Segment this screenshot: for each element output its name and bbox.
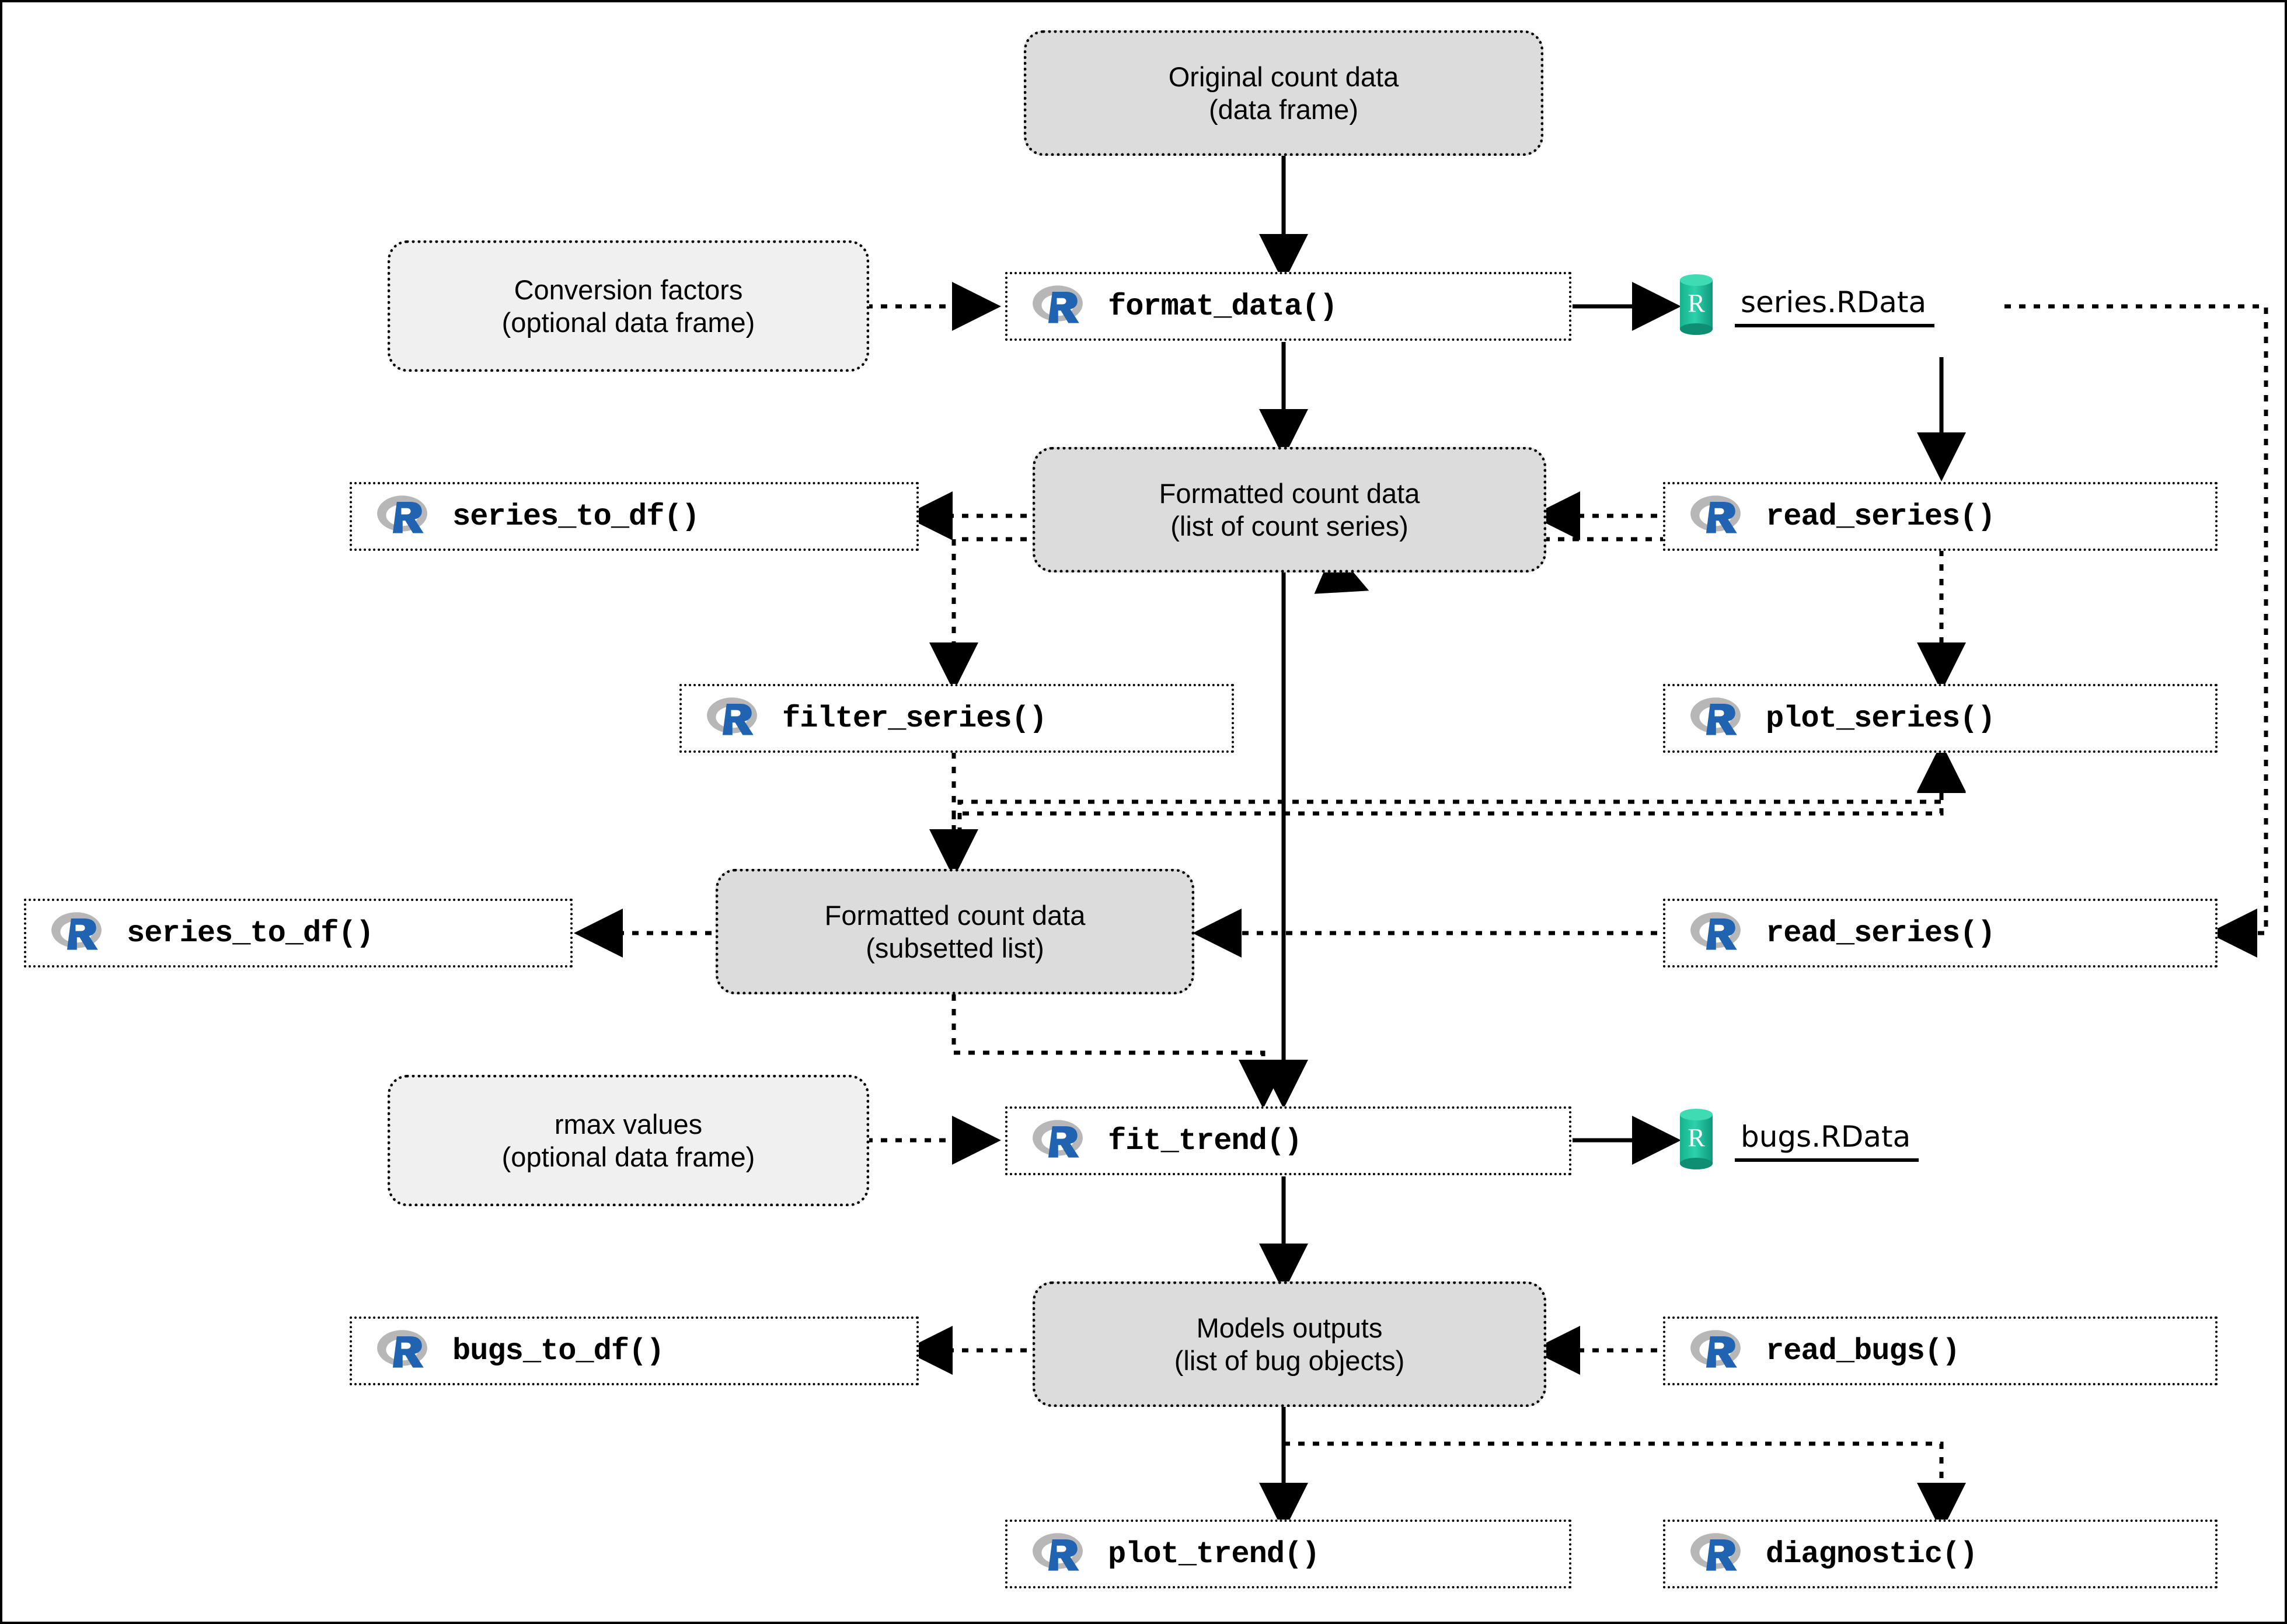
function-label: read_bugs() (1766, 1333, 1960, 1368)
r-logo-icon (1031, 1531, 1085, 1577)
node-label-line2: (data frame) (1209, 93, 1358, 125)
node-filter-series[interactable]: filter_series() (679, 684, 1234, 753)
svg-text:R: R (1688, 289, 1705, 317)
function-label: read_series() (1766, 499, 1996, 534)
node-read-bugs[interactable]: read_bugs() (1663, 1316, 2218, 1385)
node-label-line2: (list of bug objects) (1174, 1344, 1405, 1376)
node-series-rdata[interactable]: R series.RData (1673, 270, 2000, 343)
node-label-line1: Formatted count data (1159, 478, 1420, 509)
r-logo-icon (1689, 494, 1742, 540)
node-series-to-df-top[interactable]: series_to_df() (350, 482, 919, 551)
function-label: plot_trend() (1108, 1536, 1320, 1571)
node-fit-trend[interactable]: fit_trend() (1005, 1106, 1571, 1175)
node-label-line1: Conversion factors (514, 274, 743, 306)
function-label: bugs_to_df() (452, 1333, 664, 1368)
node-models-outputs[interactable]: Models outputs (list of bug objects) (1033, 1281, 1546, 1407)
node-bugs-to-df[interactable]: bugs_to_df() (350, 1316, 919, 1385)
edge-models-to-diagnostic (1284, 1441, 1966, 1532)
node-formatted-subsetted[interactable]: Formatted count data (subsetted list) (716, 869, 1194, 994)
function-label: fit_trend() (1108, 1123, 1302, 1158)
r-logo-icon (1031, 284, 1085, 330)
function-label: diagnostic() (1766, 1536, 1978, 1571)
node-label-line1: Formatted count data (824, 900, 1086, 931)
edge-seriesrdata-to-readseries-bottom (2004, 304, 2268, 958)
node-formatted-count-data[interactable]: Formatted count data (list of count seri… (1033, 447, 1546, 572)
r-logo-icon (1689, 910, 1742, 956)
edge-formatted-to-plotseries (1543, 537, 1966, 691)
node-bugs-rdata[interactable]: R bugs.RData (1673, 1104, 2000, 1177)
database-cylinder-icon: R (1673, 272, 1720, 340)
function-label: series_to_df() (452, 499, 700, 534)
function-label: read_series() (1766, 916, 1996, 951)
edge-subsetted-to-fittrend (951, 994, 1288, 1109)
r-logo-icon (375, 1328, 429, 1374)
r-logo-icon (1031, 1118, 1085, 1164)
r-logo-icon (1689, 696, 1742, 742)
r-logo-icon (1689, 1531, 1742, 1577)
function-label: series_to_df() (127, 916, 374, 951)
file-name-label: series.RData (1735, 285, 1935, 327)
file-name-label: bugs.RData (1735, 1120, 1919, 1162)
r-logo-icon (705, 696, 759, 742)
r-logo-icon (375, 494, 429, 540)
function-label: format_data() (1108, 289, 1338, 324)
node-plot-series[interactable]: plot_series() (1663, 684, 2218, 753)
node-label-line1: Models outputs (1196, 1312, 1383, 1344)
node-conversion-factors[interactable]: Conversion factors (optional data frame) (388, 240, 869, 372)
node-label-line1: Original count data (1168, 61, 1399, 93)
node-series-to-df-bottom[interactable]: series_to_df() (24, 899, 573, 968)
node-format-data[interactable]: format_data() (1005, 272, 1571, 341)
node-label-line2: (list of count series) (1170, 510, 1409, 542)
svg-text:R: R (1688, 1123, 1705, 1152)
node-original-count-data[interactable]: Original count data (data frame) (1024, 30, 1543, 156)
node-read-series-top[interactable]: read_series() (1663, 482, 2218, 551)
function-label: filter_series() (782, 701, 1047, 736)
function-label: plot_series() (1766, 701, 1996, 736)
r-logo-icon (50, 910, 103, 956)
node-label-line2: (subsetted list) (866, 932, 1044, 963)
node-read-series-bottom[interactable]: read_series() (1663, 899, 2218, 968)
node-label-line1: rmax values (554, 1109, 703, 1140)
node-plot-trend[interactable]: plot_trend() (1005, 1520, 1571, 1588)
node-label-line2: (optional data frame) (501, 1141, 755, 1172)
node-rmax-values[interactable]: rmax values (optional data frame) (388, 1075, 869, 1206)
node-label-line2: (optional data frame) (501, 306, 755, 338)
database-cylinder-icon: R (1673, 1106, 1720, 1175)
node-diagnostic[interactable]: diagnostic() (1663, 1520, 2218, 1588)
r-logo-icon (1689, 1328, 1742, 1374)
edge-formatted-to-filterseries (929, 537, 1027, 691)
